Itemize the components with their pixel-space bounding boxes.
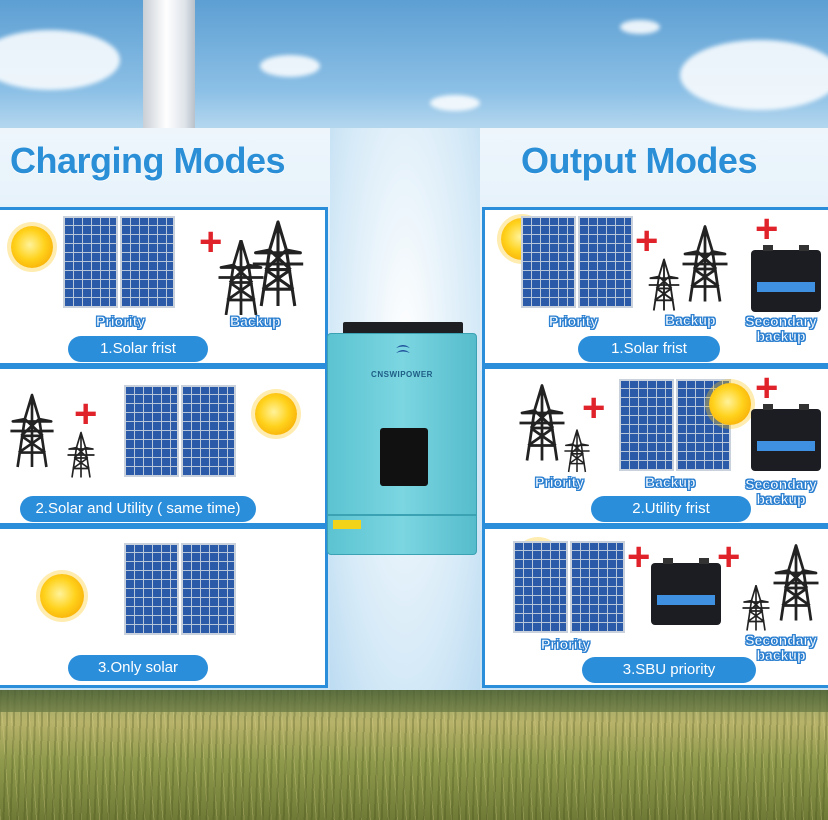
- plus-icon: +: [627, 535, 651, 579]
- solar-panel-icon: [513, 541, 568, 633]
- charging-mode-3-panel: 3.Only solar: [0, 526, 328, 688]
- output-mode-2-panel: + + Priority Backup Secondary backup 2.U…: [482, 366, 828, 526]
- charging-modes-title: Charging Modes: [10, 140, 286, 181]
- battery-icon: [651, 558, 721, 625]
- priority-label: Priority: [549, 313, 599, 329]
- sun-icon: [709, 383, 751, 425]
- brand-logo-icon: [396, 345, 410, 353]
- solar-panel-icon: [578, 216, 633, 308]
- power-tower-icon: [518, 384, 566, 462]
- battery-icon: [751, 245, 821, 312]
- plus-icon: +: [755, 207, 779, 251]
- secondary-backup-label: Secondary backup: [745, 313, 817, 344]
- solar-panel-icon: [124, 543, 179, 635]
- plus-icon: +: [755, 366, 779, 410]
- power-tower-icon: [66, 431, 96, 479]
- charging-mode-3-label: 3.Only solar: [68, 655, 208, 681]
- backup-label: Backup: [230, 313, 281, 329]
- solar-panel-icon: [619, 379, 674, 471]
- power-tower-icon: [741, 585, 771, 631]
- power-tower-icon: [772, 544, 820, 622]
- secondary-backup-label: Secondary backup: [745, 632, 817, 663]
- backup-label: Backup: [645, 474, 696, 490]
- inverter-divider: [327, 514, 477, 516]
- solar-panel-icon: [570, 541, 625, 633]
- output-mode-3-label: 3.SBU priority: [582, 657, 756, 683]
- backup-label: Backup: [665, 312, 716, 328]
- output-mode-1-label: 1.Solar frist: [578, 336, 720, 362]
- plus-icon: +: [635, 219, 659, 263]
- inverter-display: [380, 428, 428, 486]
- charging-mode-2-label: 2.Solar and Utility ( same time): [20, 496, 256, 522]
- charging-mode-1-label: 1.Solar frist: [68, 336, 208, 362]
- plus-icon: +: [717, 535, 741, 579]
- priority-label: Priority: [96, 313, 146, 329]
- charging-mode-2-panel: + 2.Solar and Utility ( same time): [0, 366, 328, 526]
- output-modes-title: Output Modes: [521, 140, 757, 181]
- solar-panel-icon: [521, 216, 576, 308]
- plus-icon: +: [582, 386, 606, 430]
- power-tower-icon: [251, 220, 305, 308]
- priority-label: Priority: [535, 474, 585, 490]
- power-tower-icon: [647, 258, 681, 312]
- solar-panel-icon: [181, 385, 236, 477]
- priority-label: Priority: [541, 636, 591, 652]
- solar-panel-icon: [120, 216, 175, 308]
- sun-icon: [11, 226, 53, 268]
- charging-mode-1-panel: + Priority Backup 1.Solar frist: [0, 207, 328, 366]
- battery-icon: [751, 404, 821, 471]
- power-tower-icon: [563, 429, 591, 473]
- plus-icon: +: [74, 392, 98, 436]
- sun-icon: [255, 393, 297, 435]
- output-mode-1-panel: + + Priority Backup Secondary backup 1.S…: [482, 207, 828, 366]
- inverter-mount-bracket: [343, 322, 463, 336]
- output-mode-2-label: 2.Utility frist: [591, 496, 751, 522]
- secondary-backup-label: Secondary backup: [745, 476, 817, 507]
- power-tower-icon: [681, 225, 729, 303]
- power-tower-icon: [9, 393, 55, 469]
- sky-background: [0, 0, 828, 130]
- inverter-brand: CNSWIPOWER: [371, 370, 433, 379]
- tree-line: [0, 690, 828, 712]
- output-mode-3-panel: + + Priority Secondary backup 3.SBU prio…: [482, 526, 828, 688]
- plus-icon: +: [199, 220, 223, 264]
- solar-panel-icon: [124, 385, 179, 477]
- sun-icon: [40, 574, 84, 618]
- warning-sticker: [333, 520, 361, 529]
- solar-panel-icon: [63, 216, 118, 308]
- wind-turbine-tower: [143, 0, 195, 130]
- solar-panel-icon: [181, 543, 236, 635]
